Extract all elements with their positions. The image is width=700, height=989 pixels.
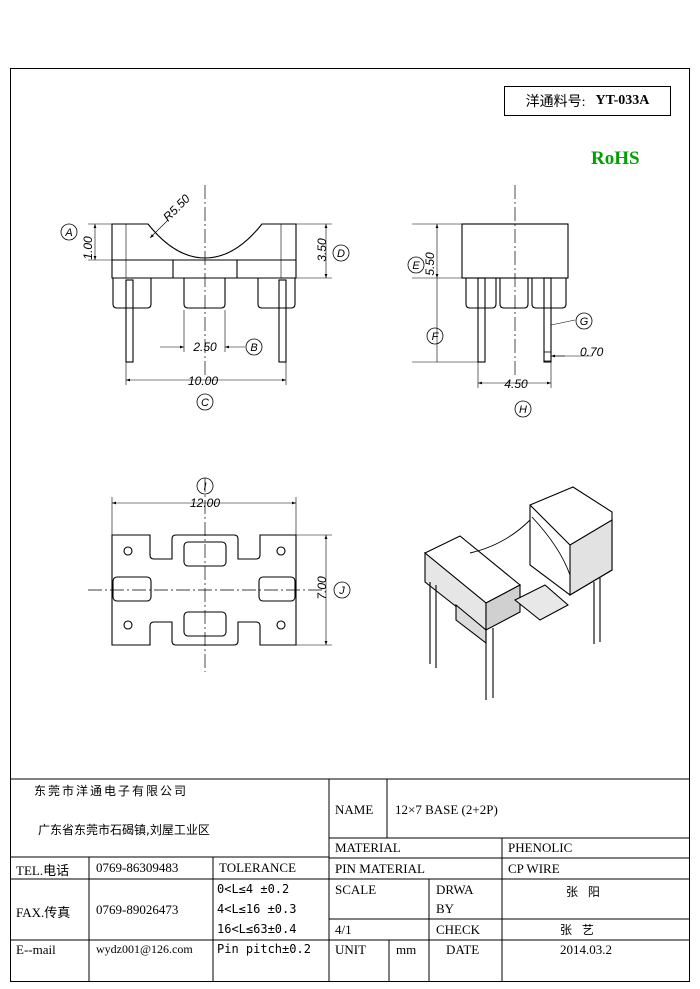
top-view xyxy=(88,477,351,672)
check-value: 张 艺 xyxy=(560,923,597,937)
tolerance-row-3: 16<L≤63±0.4 xyxy=(217,922,297,936)
dim-G: G xyxy=(580,316,589,328)
tel-label: TEL.电话 xyxy=(16,863,70,878)
top-view-labels: I J 12.00 7.00 xyxy=(190,481,345,600)
unit-value: mm xyxy=(396,942,417,957)
material-value: PHENOLIC xyxy=(508,840,573,855)
part-number-box: 洋通料号: YT-033A xyxy=(504,86,671,116)
pin-material-label: PIN MATERIAL xyxy=(335,861,425,876)
drawn-by-value: 张 阳 xyxy=(566,885,603,899)
material-label: MATERIAL xyxy=(335,840,401,855)
date-label: DATE xyxy=(446,942,480,957)
isometric-view xyxy=(423,486,613,700)
company-address: 广东省东莞市石碣镇,刘屋工业区 xyxy=(38,823,210,837)
dim-J: J xyxy=(338,585,345,597)
dim-pin-span: 10.00 xyxy=(188,374,218,388)
unit-label: UNIT xyxy=(335,942,367,957)
dim-slot-depth: 3.50 xyxy=(315,238,329,262)
dim-A: A xyxy=(64,227,72,239)
drawn-by-label-line1: DRWA xyxy=(436,882,474,897)
scale-label: SCALE xyxy=(335,882,377,897)
fax-value: 0769-89026473 xyxy=(96,902,179,917)
scale-value: 4/1 xyxy=(335,922,352,937)
side-view-labels: E F G H 5.50 0.70 4.50 xyxy=(412,252,603,416)
dim-length: 12.00 xyxy=(190,496,220,510)
front-view xyxy=(60,185,350,411)
email-label: E--mail xyxy=(16,942,56,957)
drawing-frame xyxy=(10,68,690,982)
dim-side-height: 5.50 xyxy=(423,252,437,276)
title-block-grid xyxy=(10,778,690,982)
dim-pin-spacing: 2.50 xyxy=(192,340,217,354)
dim-H: H xyxy=(519,404,527,416)
part-number: YT-033A xyxy=(595,93,650,108)
part-number-label: 洋通料号: xyxy=(525,95,586,110)
dim-B: B xyxy=(250,342,257,354)
side-view xyxy=(407,185,593,418)
rohs-mark: RoHS xyxy=(591,148,640,169)
name-value: 12×7 BASE (2+2P) xyxy=(395,802,498,817)
dim-C: C xyxy=(201,397,209,409)
fax-label: FAX.传真 xyxy=(16,905,71,920)
dim-radius: R5.50 xyxy=(160,191,193,224)
name-label: NAME xyxy=(335,802,374,817)
dim-width: 7.00 xyxy=(315,576,329,600)
dim-E: E xyxy=(412,260,420,272)
company-name: 东莞市洋通电子有限公司 xyxy=(34,784,189,798)
tel-value: 0769-86309483 xyxy=(96,860,179,875)
tolerance-row-4: Pin pitch±0.2 xyxy=(217,942,311,956)
tolerance-row-2: 4<L≤16 ±0.3 xyxy=(217,902,297,916)
dim-D: D xyxy=(337,248,345,260)
check-label: CHECK xyxy=(436,922,481,937)
pin-material-value: CP WIRE xyxy=(508,861,560,876)
date-value: 2014.03.2 xyxy=(560,942,612,957)
drawn-by-label-line2: BY xyxy=(436,901,455,916)
dim-top-height: 1.00 xyxy=(81,236,95,260)
email-value: wydz001@126.com xyxy=(96,942,193,956)
dim-F: F xyxy=(432,331,440,343)
tolerance-row-1: 0<L≤4 ±0.2 xyxy=(217,882,290,896)
dim-I: I xyxy=(203,481,206,493)
dim-pin-diameter: 0.70 xyxy=(580,345,604,359)
tolerance-label: TOLERANCE xyxy=(219,860,297,875)
dim-side-pin-spacing: 4.50 xyxy=(504,377,528,391)
